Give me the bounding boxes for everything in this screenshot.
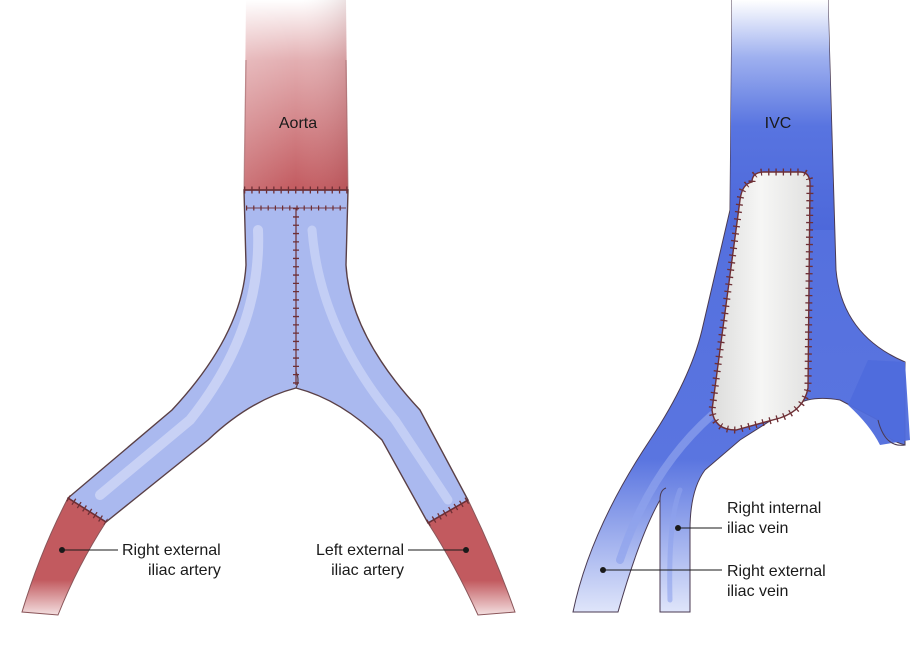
aorta-shading: [244, 0, 348, 190]
left-external-iliac-artery-label-line2: iliac artery: [331, 562, 404, 579]
left-external-iliac-artery-vessel: [428, 500, 515, 615]
left-external-iliac-artery-label-line1: Left external: [316, 542, 404, 559]
right-external-iliac-artery-label-line2: iliac artery: [148, 562, 221, 579]
aortic-graft-illustration: Aorta Right external iliac artery Left e…: [22, 0, 515, 615]
venous-patch: [712, 172, 810, 430]
right-external-iliac-artery-label-line1: Right external: [122, 542, 221, 559]
right-external-iliac-artery-vessel: [22, 498, 106, 615]
right-external-iliac-vein-label-line2: iliac vein: [727, 583, 788, 600]
ivc-patch-illustration: IVC Right internal iliac vein Right exte…: [573, 0, 910, 612]
right-internal-iliac-vein-label-line2: iliac vein: [727, 520, 788, 537]
right-internal-iliac-vein-label-line1: Right internal: [727, 500, 821, 517]
aorta-label: Aorta: [279, 115, 317, 132]
right-external-iliac-vein-label-line1: Right external: [727, 563, 826, 580]
ivc-label: IVC: [765, 115, 792, 132]
